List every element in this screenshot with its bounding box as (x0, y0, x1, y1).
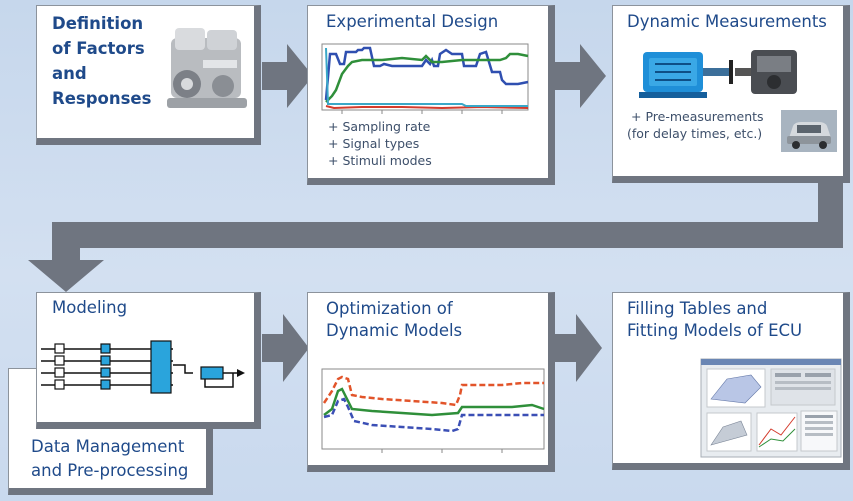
experimental-design-title: Experimental Design (326, 12, 499, 31)
test-bench-icon (639, 50, 797, 98)
car-icon (781, 110, 837, 152)
modeling-title: Modeling (52, 298, 128, 317)
dynamic-measurements-box: Dynamic Measurements + Pre-measurements … (612, 5, 850, 183)
dynamic-measurements-title: Dynamic Measurements (627, 12, 827, 31)
arrow-modeling-to-optimization (262, 314, 309, 382)
optimization-series-red-dashed (322, 375, 544, 407)
block-diagram-icon (41, 340, 245, 394)
definition-box: Definition of Factors and Responses (36, 5, 261, 145)
optimization-chart (321, 368, 545, 453)
bullet-sampling-rate: + Sampling rate (328, 119, 431, 134)
design-chart (321, 43, 529, 114)
optimization-box: Optimization of Dynamic Models (307, 292, 555, 472)
modeling-box: Modeling (36, 292, 261, 429)
arrow-return-path (28, 180, 843, 292)
arrow-definition-to-design (262, 44, 313, 108)
design-series-blue (324, 46, 529, 101)
data-management-title: Data Management and Pre-processing (31, 437, 189, 480)
arrow-optimization-to-filling (555, 314, 602, 382)
design-series-cyan (325, 47, 528, 107)
bullet-stimuli-modes: + Stimuli modes (328, 153, 432, 168)
engine-icon (167, 28, 247, 108)
filling-tables-title: Filling Tables and Fitting Models of ECU (627, 299, 803, 340)
bullet-signal-types: + Signal types (328, 136, 420, 151)
software-screenshot-icon (700, 358, 842, 458)
definition-title: Definition of Factors and Responses (52, 14, 152, 108)
arrow-design-to-measurements (555, 44, 606, 108)
design-series-green (325, 52, 529, 103)
design-chart-frame (321, 43, 529, 111)
design-bullet-list: + Sampling rate + Signal types + Stimuli… (328, 118, 432, 169)
optimization-title: Optimization of Dynamic Models (326, 299, 463, 340)
optimization-series-green (323, 387, 545, 417)
filling-tables-box: Filling Tables and Fitting Models of ECU (612, 292, 850, 470)
pre-measurements-note: + Pre-measurements (for delay times, etc… (627, 109, 764, 141)
experimental-design-box: Experimental Design + Sampling rate + Si… (307, 5, 555, 185)
optimization-series-blue-dashed (323, 397, 544, 433)
